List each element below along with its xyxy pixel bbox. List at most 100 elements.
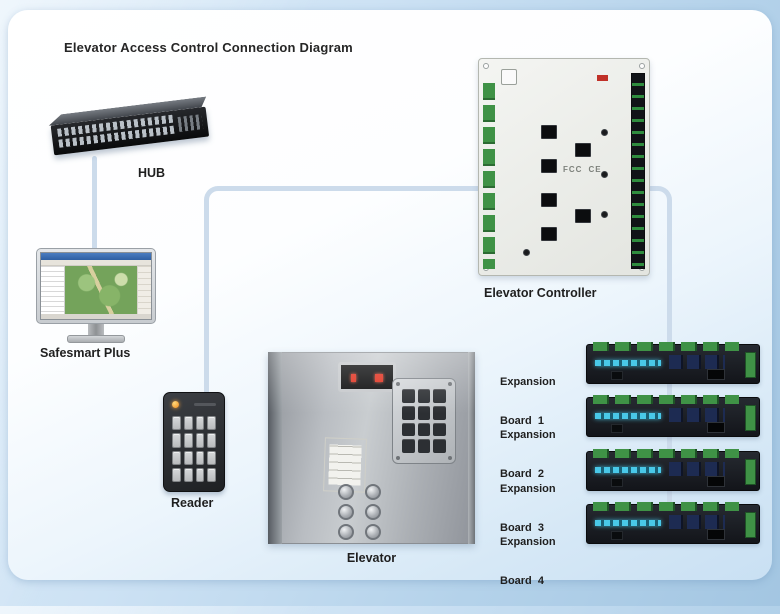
board-relay-blocks (669, 355, 725, 369)
connector-controller-to-reader (204, 186, 478, 398)
reader-key (402, 405, 415, 420)
elevator-floor-buttons (334, 484, 384, 540)
relay-component (575, 209, 591, 223)
elevator-reader-keys (402, 389, 446, 453)
reader-key (195, 467, 205, 482)
app-map-view (65, 266, 137, 314)
board-chip (611, 531, 623, 540)
relay-component (575, 143, 591, 157)
relay-component (541, 227, 557, 241)
board-relay-blocks (669, 515, 725, 529)
display-arrow-indicator (351, 374, 356, 382)
controller-right-terminals (631, 73, 645, 269)
reader-key (417, 439, 431, 453)
board-terminal-block (745, 405, 756, 431)
app-body (41, 266, 151, 314)
reader-key (207, 416, 216, 431)
relay-component (541, 159, 557, 173)
reader-key (183, 433, 193, 448)
floor-button (337, 484, 354, 500)
connector-hub-to-software (92, 156, 97, 254)
board-led-strip (595, 467, 661, 473)
reader-key (402, 422, 415, 437)
reader-key (172, 433, 181, 448)
board-relay-blocks (669, 462, 725, 476)
capacitor-component (601, 129, 608, 136)
reader-key (183, 416, 193, 431)
board-chip (611, 478, 623, 487)
expansion-board-1-label: Expansion Board 1 (500, 376, 556, 427)
app-statusbar (41, 314, 151, 319)
software-monitor (36, 248, 156, 348)
elevator-wall-edge (468, 352, 475, 544)
reader-key (172, 416, 181, 431)
elevator-photo (268, 352, 475, 544)
board-led-strip (595, 360, 661, 366)
reader-key (207, 433, 216, 448)
reader-label: Reader (171, 496, 214, 510)
monitor-stand-base (67, 335, 125, 343)
reader-key (195, 416, 205, 431)
relay-component (541, 125, 557, 139)
screw-icon (448, 456, 452, 460)
monitor-screen (40, 252, 152, 320)
expansion-board-3 (586, 449, 760, 491)
reader-key (207, 450, 216, 465)
reader-key (183, 450, 193, 465)
expansion-board-2-label: Expansion Board 2 (500, 429, 556, 480)
board-terminals (593, 342, 739, 351)
reader-key (417, 422, 431, 437)
board-terminal-block (745, 512, 756, 538)
hub-label: HUB (138, 166, 166, 180)
board-chip (707, 422, 725, 433)
screw-icon (448, 382, 452, 386)
reader-key (433, 439, 446, 453)
reader-key (417, 405, 431, 420)
reader-key (195, 450, 205, 465)
screw-icon (396, 456, 400, 460)
diagram-title: Elevator Access Control Connection Diagr… (64, 40, 353, 55)
reader-keypad (172, 416, 216, 482)
expansion-board-1 (586, 342, 760, 384)
board-terminal-block (745, 352, 756, 378)
expansion-board-2 (586, 395, 760, 437)
mounting-hole (483, 63, 489, 69)
reader-key (433, 422, 446, 437)
board-chip (707, 529, 725, 540)
board-led-strip (595, 413, 661, 419)
app-tree-panel (41, 266, 65, 314)
monitor-stand-neck (88, 324, 104, 335)
board-chip (611, 424, 623, 433)
controller-left-terminals (483, 83, 495, 269)
controller-label: Elevator Controller (484, 286, 597, 300)
floor-button (364, 484, 381, 500)
reader-key (207, 467, 216, 482)
dip-switch-component (597, 75, 608, 81)
reader-device (163, 392, 225, 492)
reader-key (433, 405, 446, 420)
fcc-mark: FCC (563, 165, 583, 174)
board-chip (707, 476, 725, 487)
buzzer-component (501, 69, 517, 85)
display-floor-indicator (375, 374, 383, 382)
elevator-door-jamb (268, 352, 282, 544)
board-led-strip (595, 520, 661, 526)
board-relay-blocks (669, 408, 725, 422)
app-side-panel (137, 266, 151, 314)
expansion-board-4 (586, 502, 760, 544)
screw-icon (396, 382, 400, 386)
app-toolbar (41, 260, 151, 266)
reader-key (402, 389, 415, 403)
floor-button (364, 524, 381, 540)
reader-key (417, 389, 431, 403)
mounting-hole (639, 63, 645, 69)
board-chip (707, 369, 725, 380)
reader-key (183, 467, 193, 482)
reader-key (172, 467, 181, 482)
hub-uplink-ports (177, 114, 204, 132)
expansion-board-4-label: Expansion Board 4 (500, 536, 556, 587)
capacitor-component (601, 171, 608, 178)
board-chip (611, 371, 623, 380)
elevator-reader-panel (392, 378, 456, 464)
